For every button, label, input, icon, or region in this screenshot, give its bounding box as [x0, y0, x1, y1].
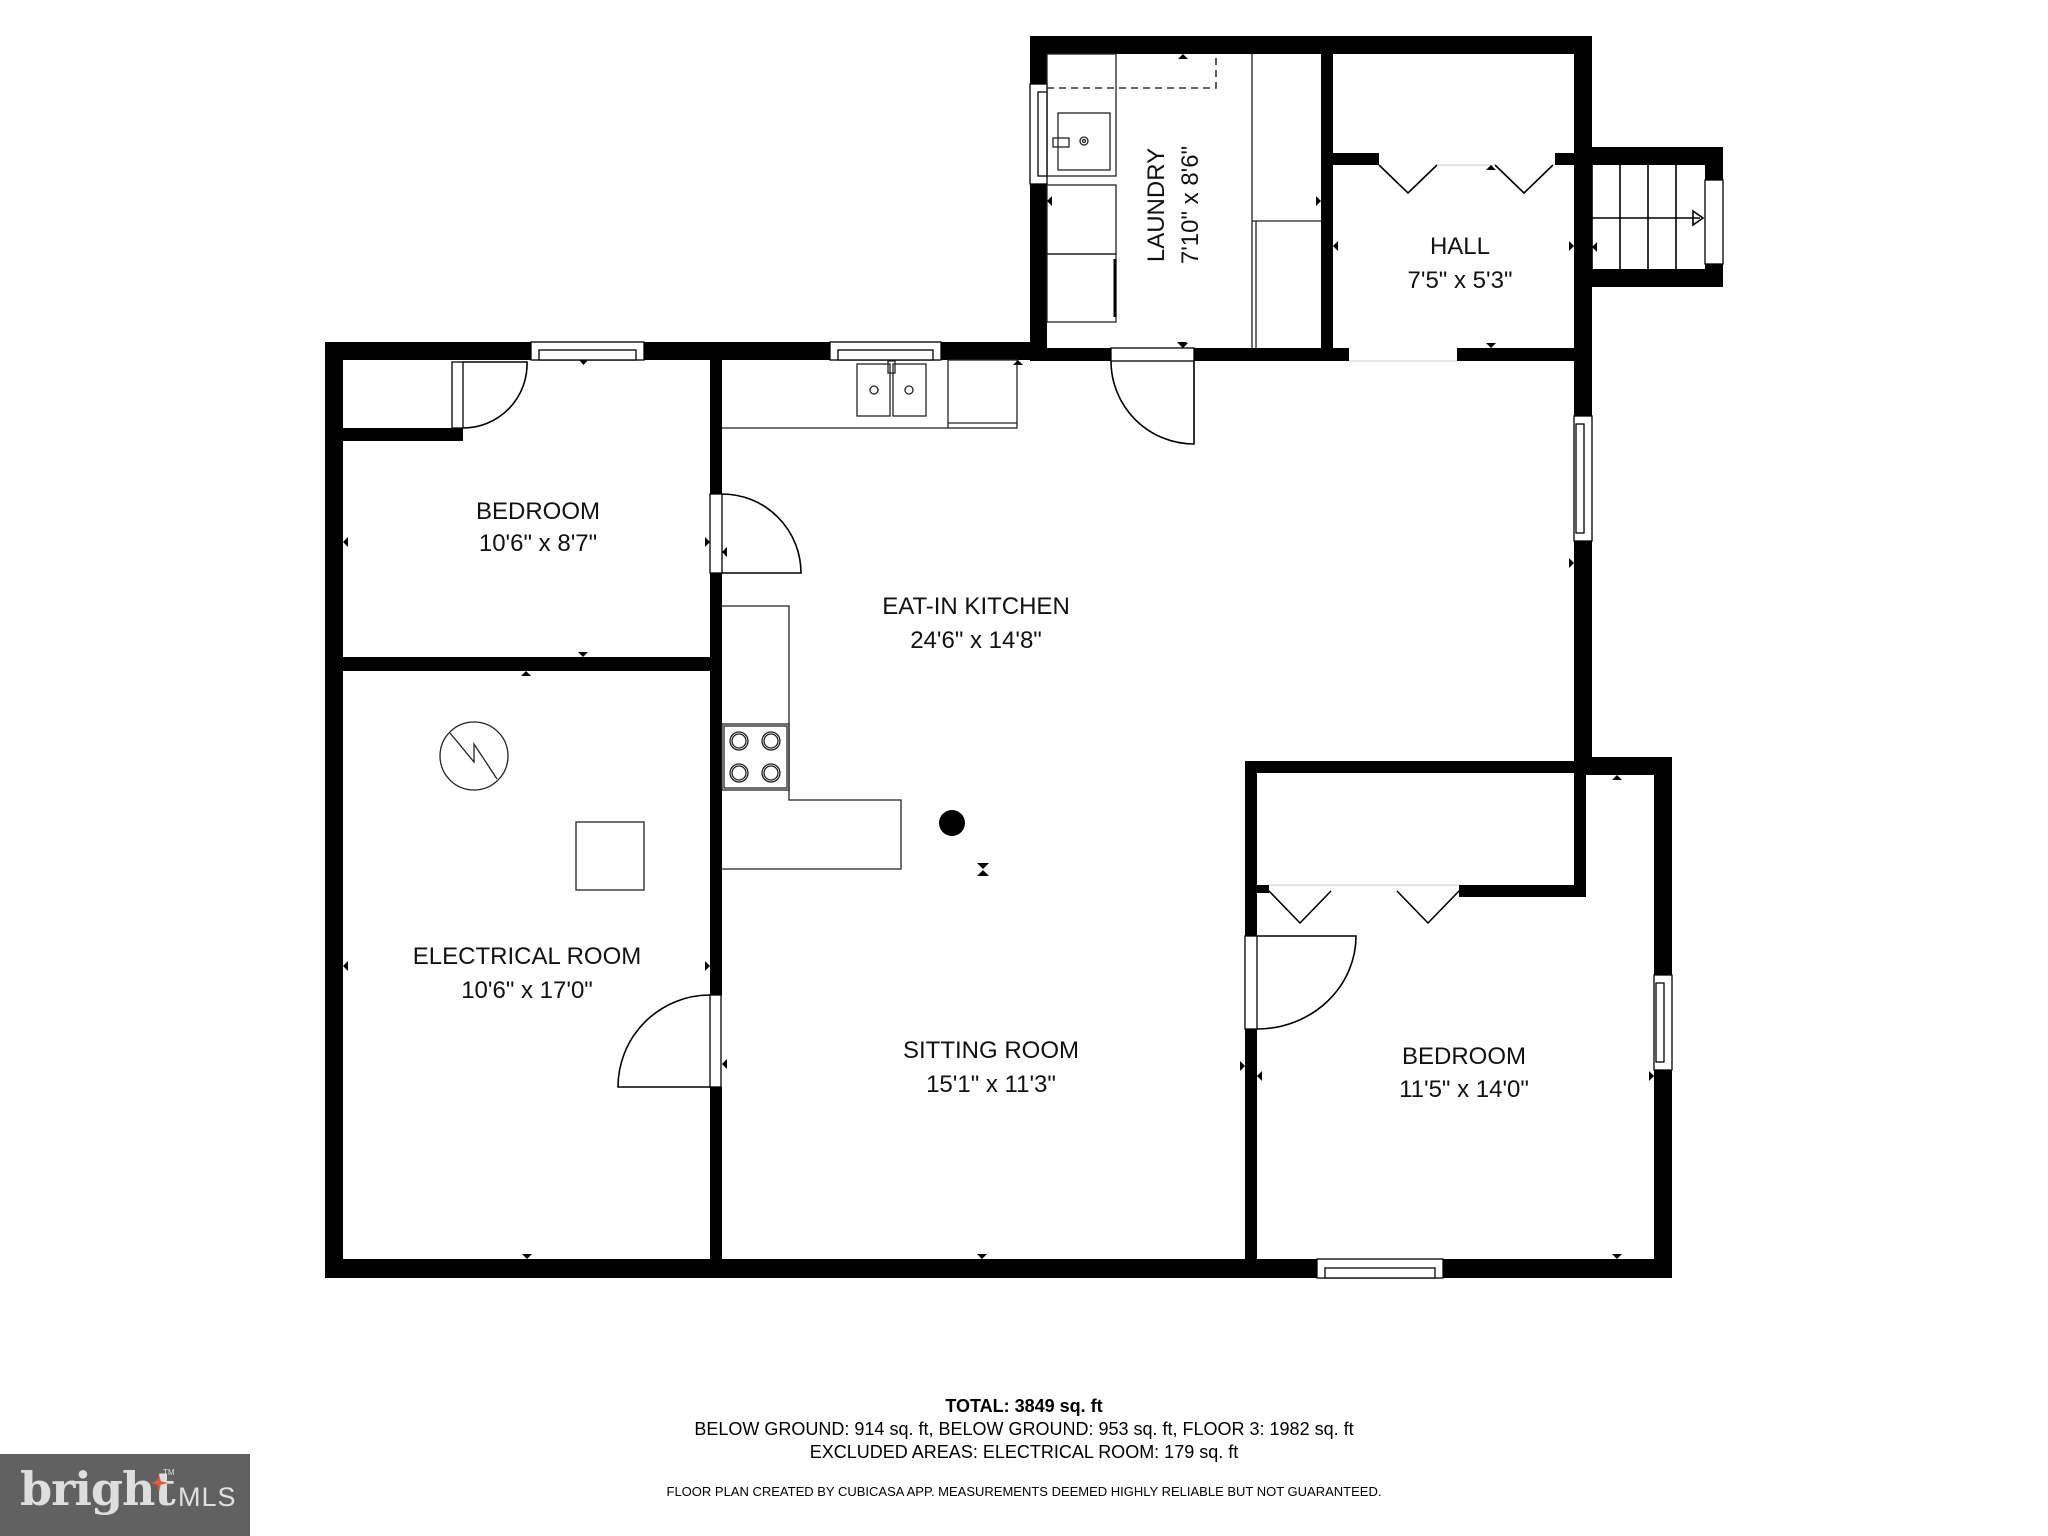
room-dims-bedroom-2: 11'5" x 14'0" [1399, 1076, 1529, 1103]
window-bedroom2-bottom [1316, 1258, 1444, 1279]
room-name-bedroom-1: BEDROOM [476, 498, 600, 525]
room-labels: BEDROOM 10'6" x 8'7" EAT-IN KITCHEN 24'6… [413, 146, 1529, 1103]
fixtures [439, 53, 1705, 891]
room-dims-electrical-room: 10'6" x 17'0" [461, 977, 593, 1004]
total-area: TOTAL: 3849 sq. ft [945, 1396, 1103, 1416]
sparkle-icon [150, 1474, 168, 1492]
washer-icon [1046, 184, 1117, 255]
room-dims-bedroom-1: 10'6" x 8'7" [479, 530, 597, 557]
window-kitchen [829, 341, 942, 361]
walls [325, 36, 1723, 1278]
furnace-box-icon [575, 821, 645, 891]
logo-mls-text: MLS [178, 1482, 237, 1512]
bright-mls-logo: bright TM MLS [0, 1454, 250, 1536]
stairs-icon [1591, 165, 1705, 269]
sink-icon [1046, 53, 1117, 177]
doors [451, 164, 1554, 1088]
window-bedroom2-right [1653, 974, 1673, 1071]
logo-wordmark: bright [20, 1462, 176, 1516]
ceiling-marker-icon [977, 863, 989, 876]
disclaimer: FLOOR PLAN CREATED BY CUBICASA APP. MEAS… [666, 1484, 1382, 1499]
bifold-door-hall-closet [1378, 164, 1554, 195]
room-dims-eat-in-kitchen: 24'6" x 14'8" [910, 627, 1042, 654]
room-name-bedroom-2: BEDROOM [1402, 1043, 1526, 1070]
door-electrical-room [617, 994, 722, 1088]
dryer-icon [1046, 253, 1117, 323]
room-name-sitting-room: SITTING ROOM [903, 1037, 1079, 1064]
room-name-electrical-room: ELECTRICAL ROOM [413, 943, 641, 970]
kitchen-sink-icon [856, 360, 927, 417]
window-laundry [1029, 83, 1048, 185]
room-name-eat-in-kitchen: EAT-IN KITCHEN [882, 593, 1070, 620]
room-name-laundry: LAUNDRY [1143, 148, 1170, 262]
dimension-markers [343, 54, 1654, 1259]
window-kitchen-right [1573, 415, 1593, 542]
bifold-door-bedroom2-closet [1268, 884, 1460, 925]
room-dims-sitting-room: 15'1" x 11'3" [926, 1071, 1056, 1098]
trademark-mark: TM [163, 1468, 175, 1477]
kitchen-counter-top [722, 359, 1018, 429]
support-column-icon [939, 810, 965, 836]
room-dims-laundry: 7'10" x 8'6" [1177, 146, 1204, 264]
door-bedroom2 [1244, 935, 1357, 1030]
stairs-opening [1704, 179, 1724, 265]
water-heater-icon [439, 721, 509, 791]
room-name-hall: HALL [1430, 233, 1490, 260]
cooktop-icon [721, 723, 790, 791]
door-bedroom1-closet [451, 361, 528, 429]
windows [530, 83, 1724, 1279]
area-breakdown: BELOW GROUND: 914 sq. ft, BELOW GROUND: … [694, 1419, 1354, 1439]
kitchen-counter-left [722, 605, 902, 870]
window-left-bedroom [530, 341, 645, 361]
room-dims-hall: 7'5" x 5'3" [1408, 267, 1513, 294]
excluded-areas: EXCLUDED AREAS: ELECTRICAL ROOM: 179 sq.… [809, 1442, 1239, 1462]
door-bedroom1 [709, 493, 802, 574]
door-laundry [1110, 347, 1195, 445]
laundry-cabinet [1251, 54, 1321, 348]
